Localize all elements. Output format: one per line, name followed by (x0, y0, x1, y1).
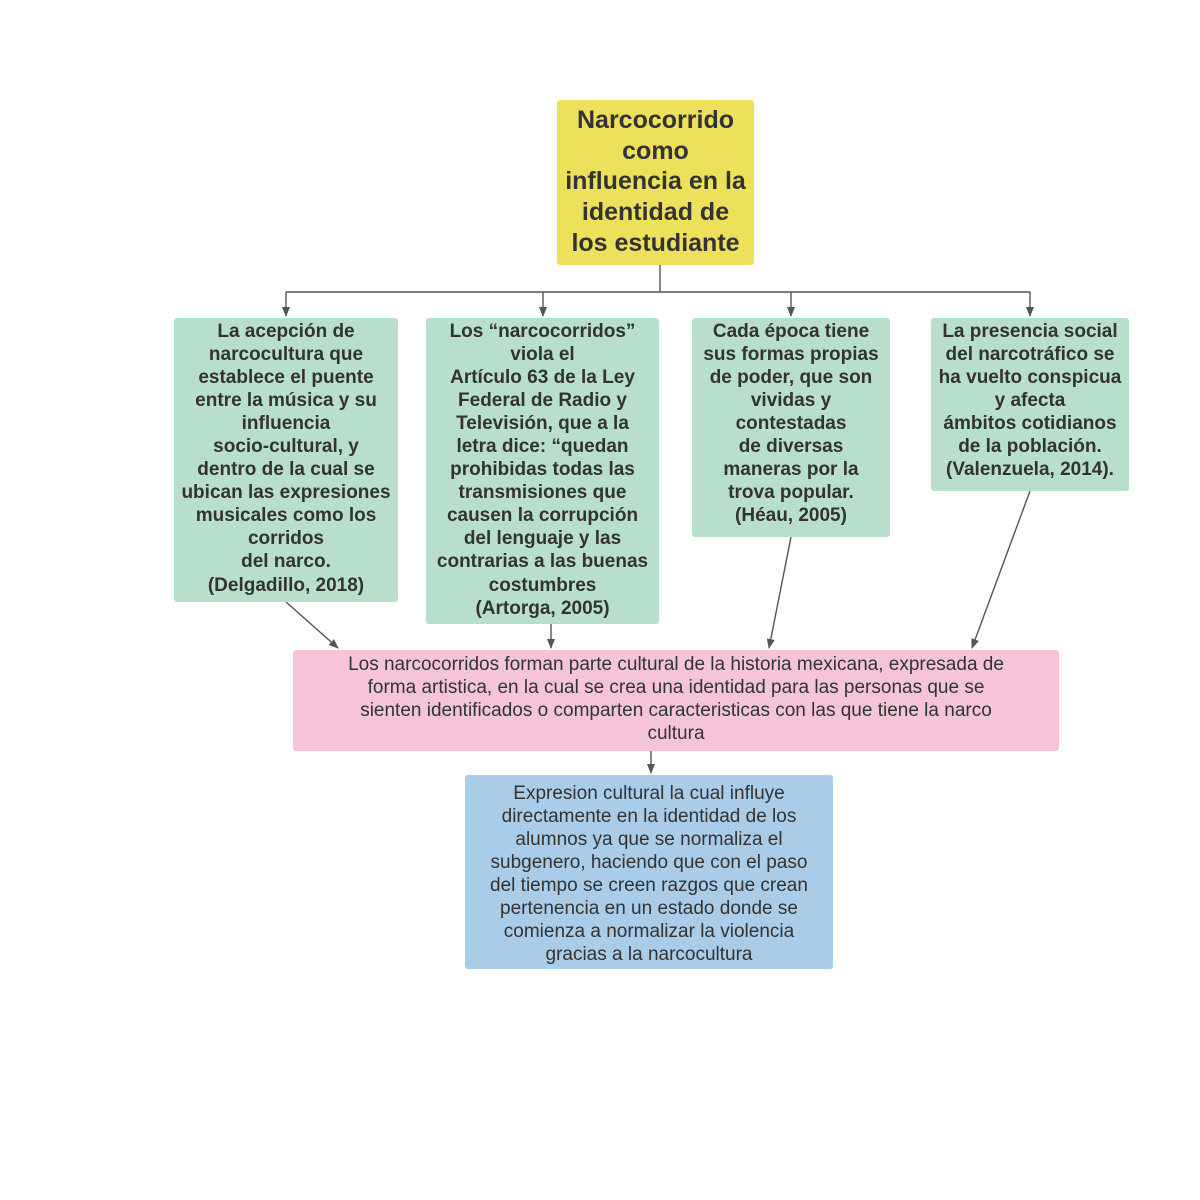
branch-text-line: Federal de Radio y (458, 390, 627, 412)
root-topic-line: los estudiante (571, 228, 740, 257)
root-topic-line: influencia en la (565, 167, 746, 196)
branch-text-line: ha vuelto conspicua (938, 367, 1122, 389)
branch-text-line: costumbres (488, 574, 597, 596)
conclusion-text-line: gracias a la narcocultura (545, 944, 753, 965)
branch-text-line: maneras por la (723, 459, 859, 481)
branch-text-line: dentro de la cual se (197, 459, 375, 481)
branch-text-line: del narcotráfico se (945, 344, 1115, 366)
branch-text-line: de diversas (738, 436, 844, 458)
branch-text-line: prohibidas todas las (450, 459, 635, 481)
branch-text-line: y afecta (994, 390, 1066, 412)
root-topic-line: Narcocorrido (577, 106, 734, 134)
branch-text-line: ámbitos cotidianos (943, 413, 1117, 435)
arrow-branch-3-to-synthesis (766, 536, 792, 649)
synthesis-text-line: sienten identificados o comparten caract… (360, 700, 992, 721)
branch-text-line: influencia (241, 413, 331, 435)
branch-box-narcocultura: La acepción de narcocultura que establec… (174, 318, 398, 602)
branch-text-line: vividas y (750, 390, 832, 412)
root-topic-box: Narcocorrido como influencia en la ident… (557, 100, 754, 265)
branch-text-line: Televisión, que a la (456, 413, 629, 435)
branch-text-line: sus formas propias (703, 344, 879, 366)
branch-text-line: Artículo 63 de la Ley (450, 367, 635, 389)
branch-text-line: La presencia social (942, 321, 1118, 342)
branch-box-articulo-63: Los “narcocorridos” viola el Artículo 63… (426, 318, 659, 624)
branch-text-line: Cada época tiene (712, 321, 870, 342)
synthesis-text-line: Los narcocorridos forman parte cultural … (348, 654, 1004, 675)
conclusion-box: Expresion cultural la cual influye direc… (465, 775, 833, 969)
branch-text-line: contestadas (735, 413, 847, 435)
branch-text-line: de la población. (958, 436, 1102, 458)
branch-text-line: Los “narcocorridos” (449, 321, 636, 342)
synthesis-text-line: forma artistica, en la cual se crea una … (367, 677, 985, 698)
conclusion-text-line: comienza a normalizar la violencia (503, 921, 795, 942)
branch-text-line: narcocultura que (208, 344, 364, 366)
branch-text-line: trova popular. (728, 482, 854, 504)
branch-citation: (Delgadillo, 2018) (207, 574, 365, 596)
branch-citation: (Héau, 2005) (735, 505, 847, 527)
conclusion-text-line: pertenencia en un estado donde se (500, 898, 798, 919)
branch-text-line: transmisiones que (458, 482, 627, 504)
synthesis-box: Los narcocorridos forman parte cultural … (293, 650, 1059, 751)
branch-text-line: del narco. (241, 551, 331, 573)
branch-text-line: entre la música y su (195, 390, 377, 412)
branch-text-line: del lenguaje y las (463, 528, 622, 550)
arrow-branch-1-to-synthesis (285, 601, 339, 649)
conclusion-text-line: subgenero, haciendo que con el paso (490, 852, 808, 873)
branch-text-line: de poder, que son (709, 367, 873, 389)
conclusion-text-line: directamente en la identidad de los (501, 806, 797, 827)
branch-text-line: contrarias a las buenas (436, 551, 649, 573)
conclusion-text-line: Expresion cultural la cual influye (513, 783, 785, 804)
branch-box-poder-trova: Cada época tiene sus formas propias de p… (692, 318, 890, 537)
conclusion-text-line: alumnos ya que se normaliza el (515, 829, 783, 850)
branch-text-line: viola el (510, 344, 575, 366)
branch-text-line: letra dice: “quedan (456, 436, 629, 458)
branch-text-line: causen la corrupción (446, 505, 639, 527)
conclusion-text-line: del tiempo se creen razgos que crean (490, 875, 808, 896)
branch-text-line: musicales como los (195, 505, 377, 527)
branch-text-line: socio-cultural, y (213, 436, 359, 458)
branch-citation: (Valenzuela, 2014). (946, 459, 1114, 481)
branch-text-line: ubican las expresiones (181, 482, 391, 504)
arrow-branch-4-to-synthesis (971, 490, 1031, 649)
branch-text-line: establece el puente (198, 367, 374, 389)
branch-box-narcotrafico: La presencia social del narcotráfico se … (931, 318, 1129, 491)
root-topic-line: como (622, 136, 689, 165)
branch-citation: (Artorga, 2005) (475, 597, 610, 619)
branch-text-line: La acepción de (217, 321, 355, 342)
root-topic-line: identidad de (581, 198, 730, 227)
synthesis-text-line: cultura (647, 723, 705, 744)
branch-text-line: corridos (247, 528, 325, 550)
